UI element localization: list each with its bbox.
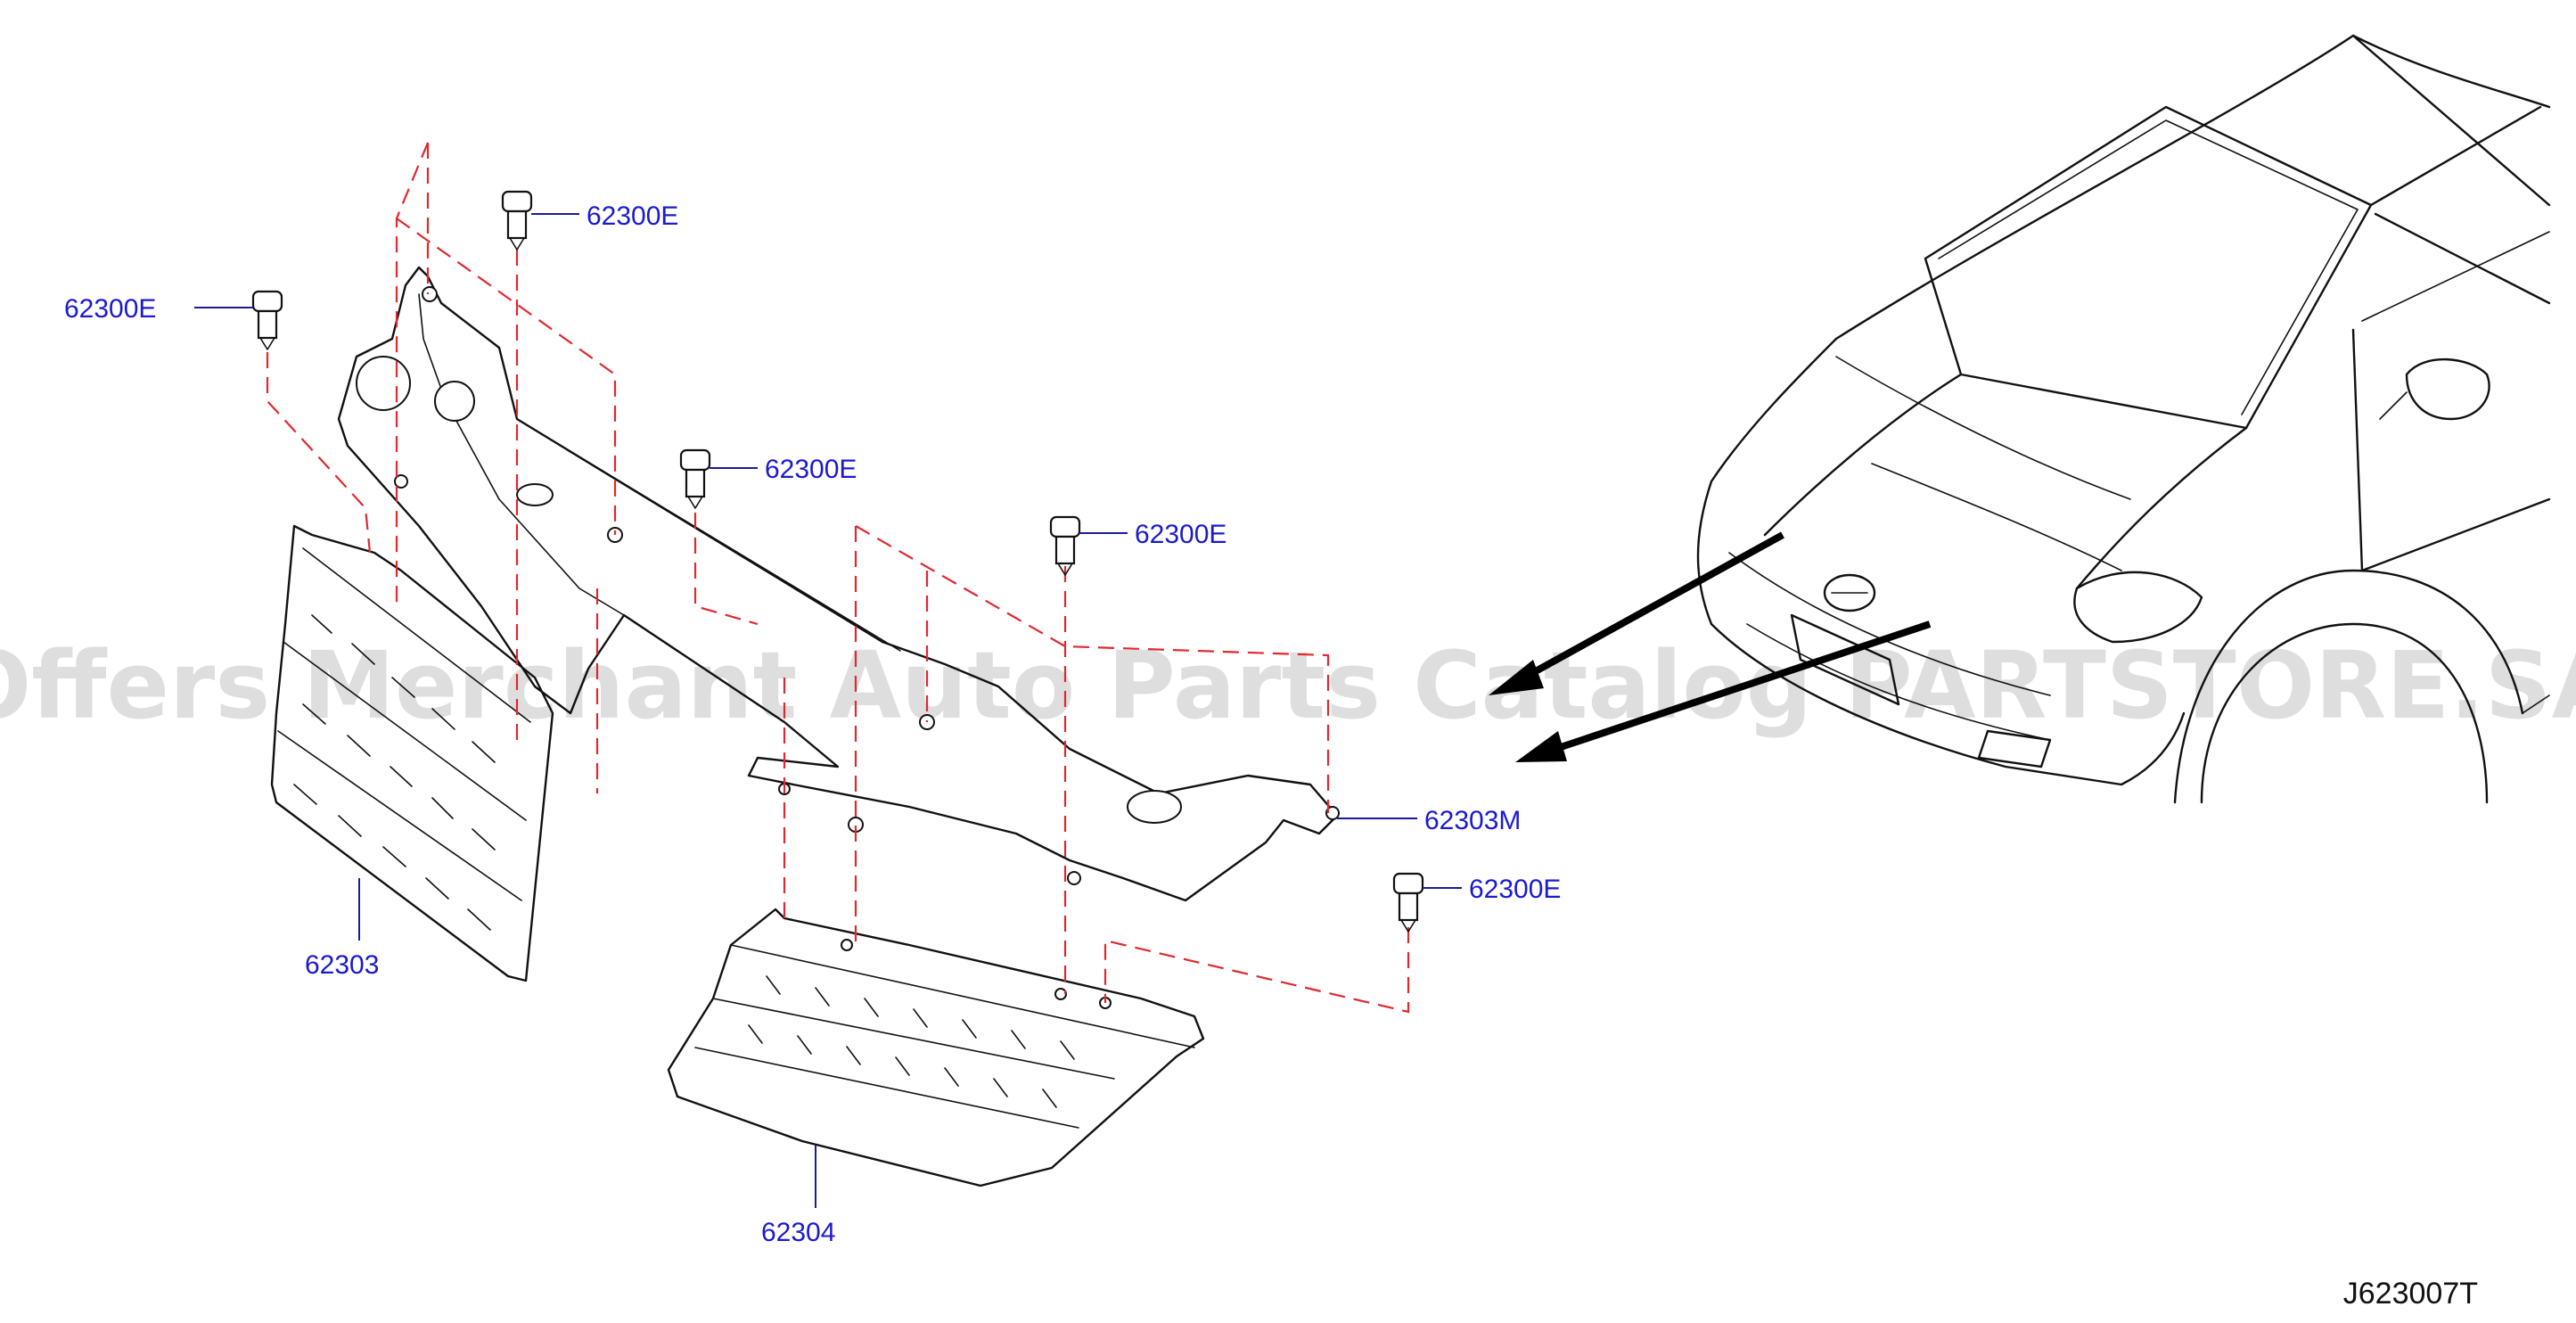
direction-arrows: [1489, 531, 1932, 762]
car-outline: [1696, 34, 2551, 804]
clip-mid: [679, 448, 711, 509]
leader-lines: [194, 213, 1462, 1208]
lower-grille-part: [667, 908, 1205, 1187]
lower-grille-slats: [748, 975, 1075, 1108]
label-upper-grille: 62303: [305, 950, 379, 980]
upper-bracket-part: [337, 266, 1340, 902]
diagram-code: J623007T: [2343, 1277, 2478, 1311]
label-clip-right: 62300E: [1469, 875, 1561, 904]
label-clip-mid-right: 62300E: [1135, 520, 1226, 549]
label-clip-mid: 62300E: [765, 455, 857, 484]
clip-top-left: [251, 290, 283, 350]
assembly-dashed-lines: [266, 142, 1410, 1014]
clip-mid-right: [1049, 515, 1081, 576]
upper-grille-part: [270, 524, 554, 982]
label-clip-top-left: 62300E: [64, 294, 156, 324]
label-clip-top: 62300E: [587, 201, 678, 231]
upper-grille-slats: [293, 614, 496, 931]
clip-right: [1392, 872, 1424, 933]
label-lower-grille: 62304: [761, 1218, 835, 1247]
watermark-text: Offers Merchant Auto Parts Catalog PARTS…: [0, 631, 2576, 740]
clip-top: [501, 190, 533, 251]
label-bracket: 62303M: [1424, 806, 1521, 835]
